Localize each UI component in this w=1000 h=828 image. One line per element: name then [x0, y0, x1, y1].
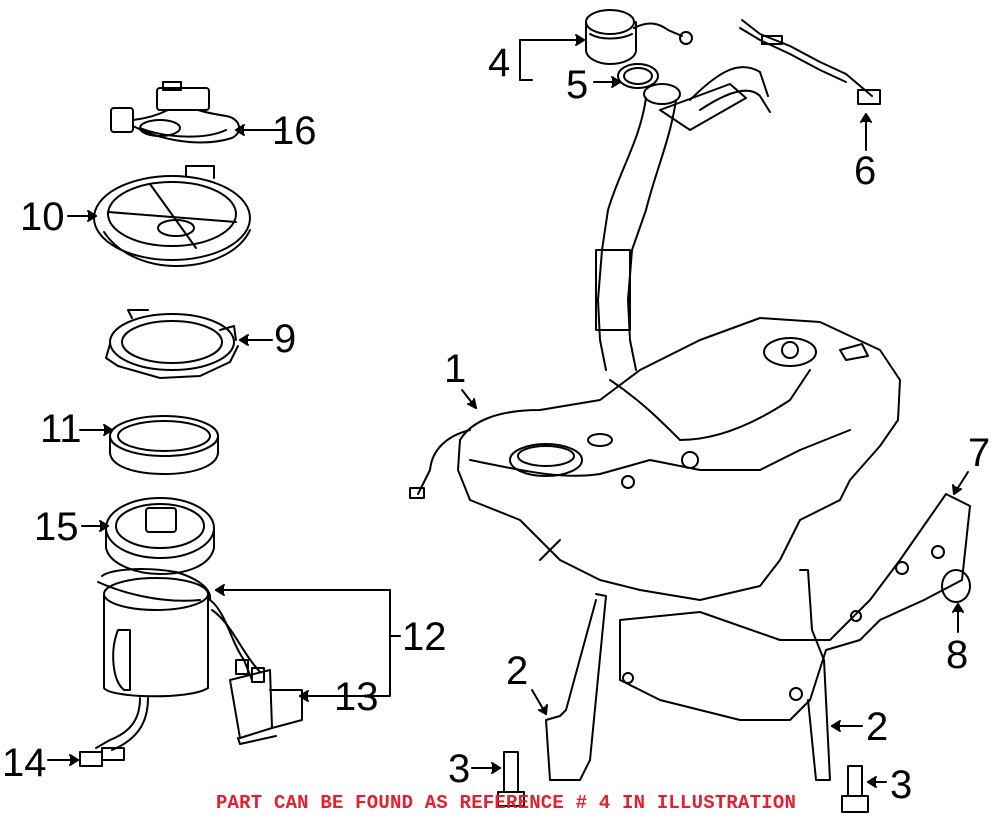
bolt-part — [497, 751, 869, 813]
fuel-pump-module-part — [95, 497, 265, 751]
reference-banner: PART CAN BE FOUND AS REFERENCE # 4 IN IL… — [215, 792, 797, 814]
heat-shield-part — [619, 493, 971, 721]
callout-labels: 1 2 2 3 3 4 5 6 7 8 9 10 11 12 13 14 15 … — [2, 41, 990, 807]
callout-14: 14 — [2, 741, 47, 785]
callout-3b: 3 — [890, 763, 912, 807]
callout-12: 12 — [402, 615, 447, 659]
callout-15: 15 — [34, 505, 79, 549]
fuel-tank-part — [409, 317, 901, 601]
callout-4: 4 — [488, 41, 510, 85]
callout-3a: 3 — [448, 747, 470, 791]
callout-10: 10 — [20, 195, 65, 239]
bracket-part — [229, 669, 303, 745]
pump-connector-part — [79, 747, 125, 767]
tank-strap-part — [545, 569, 831, 781]
callout-1: 1 — [444, 347, 466, 391]
callout-8: 8 — [946, 633, 968, 677]
callout-7: 7 — [968, 431, 990, 475]
callout-2b: 2 — [866, 705, 888, 749]
callout-5: 5 — [566, 63, 588, 107]
callout-13: 13 — [334, 675, 379, 719]
callout-2a: 2 — [506, 649, 528, 693]
seal-ring-part — [109, 415, 219, 475]
callout-16: 16 — [272, 109, 317, 153]
callout-11: 11 — [40, 407, 82, 451]
wiring-connector-part — [110, 81, 241, 144]
sensor-harness-part — [739, 19, 881, 105]
leader-lines — [47, 34, 969, 788]
o-ring-part — [617, 63, 659, 89]
callout-9: 9 — [274, 317, 296, 361]
fuel-cap-part — [585, 9, 693, 65]
grommet-part — [941, 569, 971, 603]
filler-neck-part — [595, 66, 771, 371]
retaining-ring-part — [105, 309, 239, 379]
callout-6: 6 — [854, 149, 876, 193]
lock-ring-part — [93, 165, 251, 267]
